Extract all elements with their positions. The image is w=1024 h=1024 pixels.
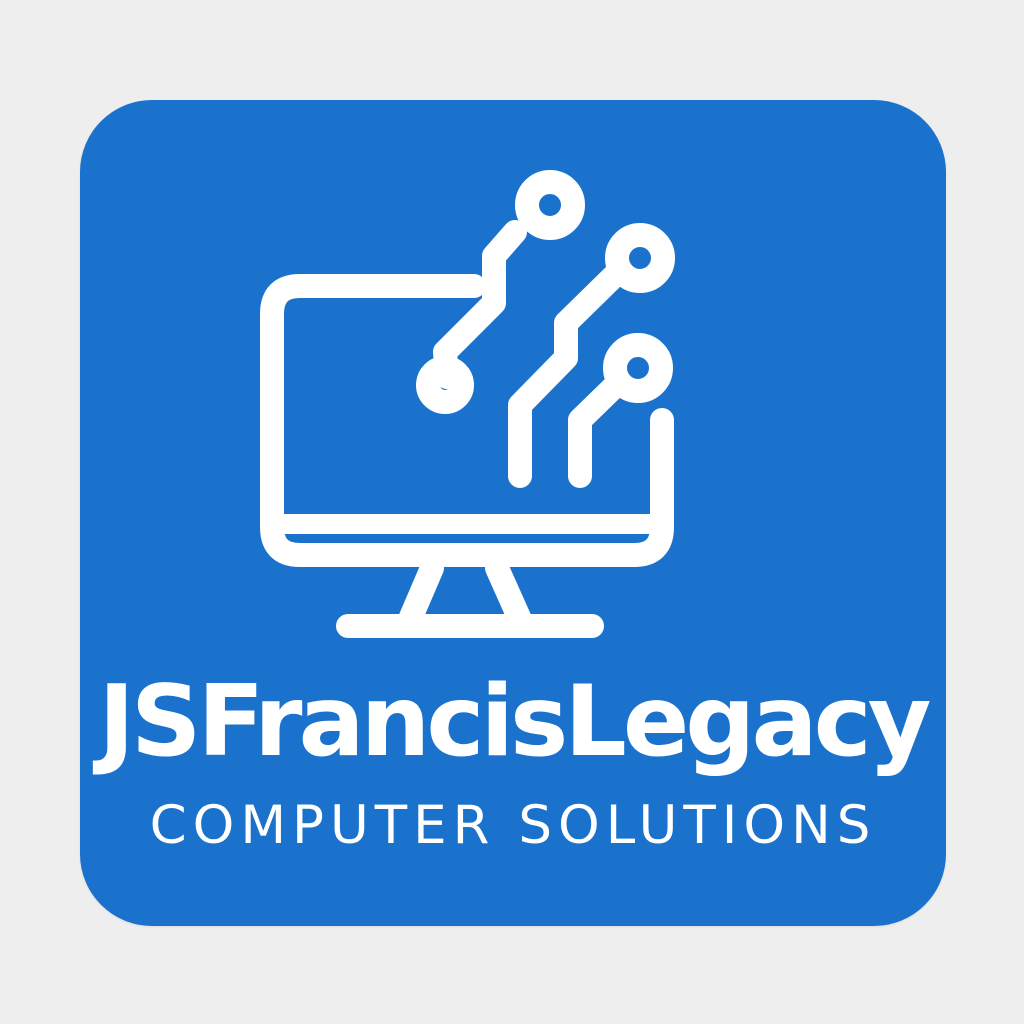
brand-tagline: COMPUTER SOLUTIONS [149,795,877,856]
brand-name: JSFrancisLegacy [98,665,931,779]
